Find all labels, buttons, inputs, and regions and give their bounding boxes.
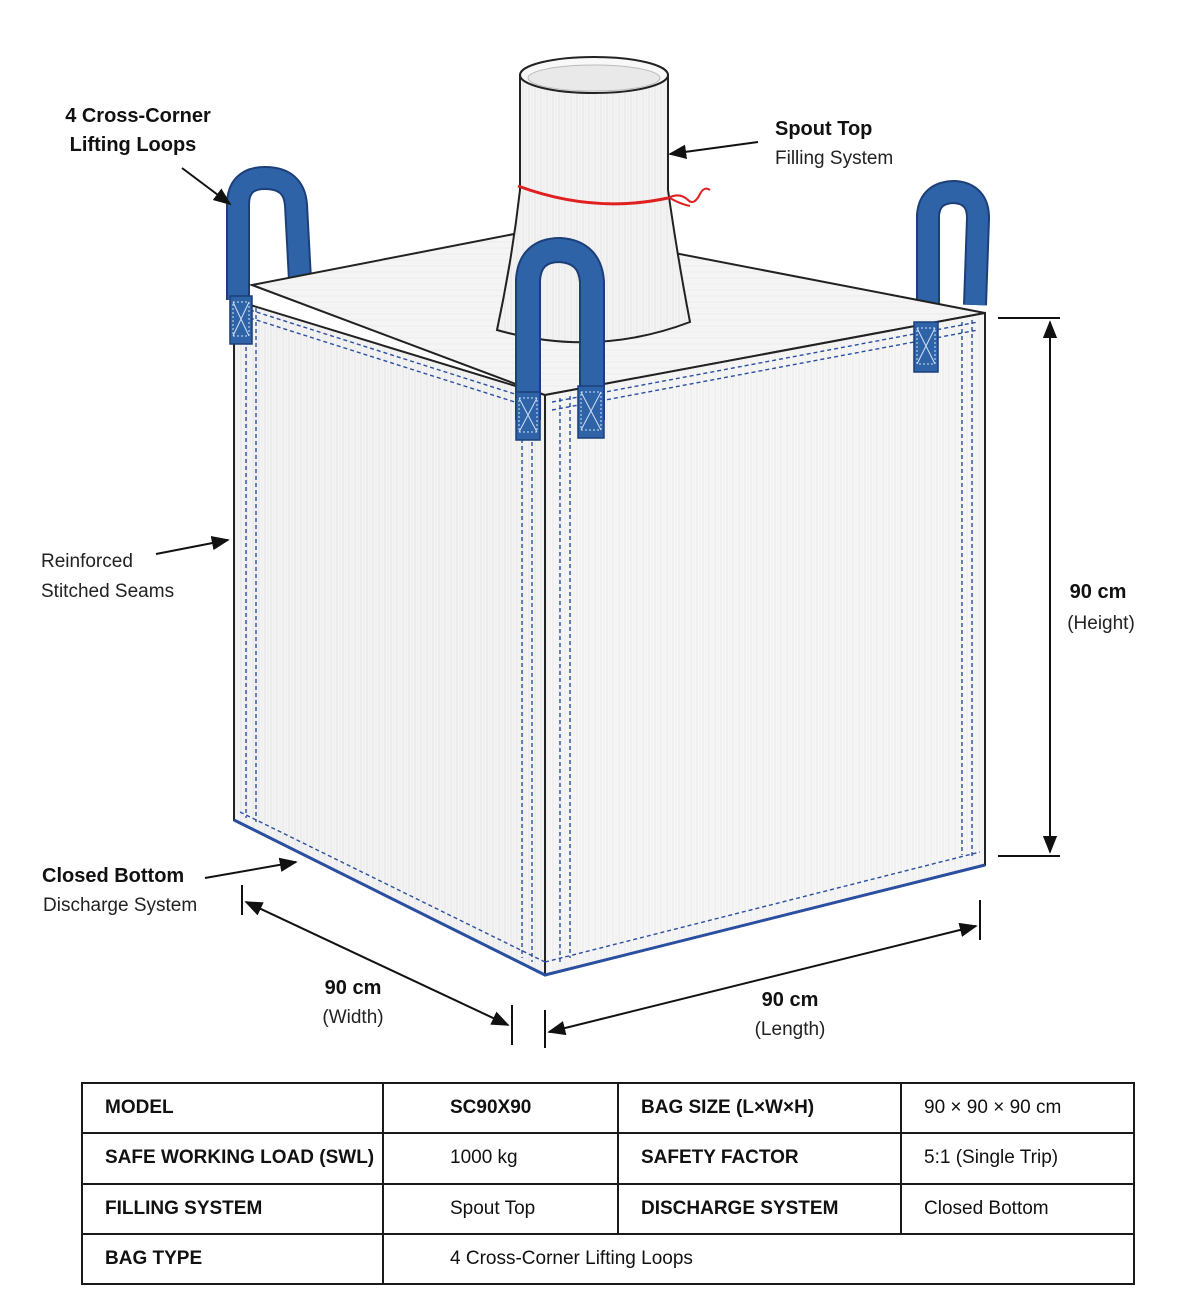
table-row: SAFE WORKING LOAD (SWL) 1000 kg SAFETY F… bbox=[81, 1132, 1135, 1185]
length-value: 90 cm bbox=[762, 989, 819, 1011]
seams-label-line1: Reinforced bbox=[41, 551, 133, 572]
table-row: MODEL SC90X90 BAG SIZE (L×W×H) 90 × 90 ×… bbox=[81, 1081, 1135, 1135]
spec-value-swl: 1000 kg bbox=[382, 1132, 619, 1185]
table-row: FILLING SYSTEM Spout Top DISCHARGE SYSTE… bbox=[81, 1182, 1135, 1235]
seams-label-line2: Stitched Seams bbox=[41, 581, 174, 602]
back-left-lifting-loop bbox=[226, 165, 312, 300]
spec-value-model: SC90X90 bbox=[382, 1081, 619, 1135]
spec-value-filling-system: Spout Top bbox=[382, 1182, 619, 1235]
height-value: 90 cm bbox=[1070, 581, 1127, 603]
bag-left-face bbox=[233, 298, 546, 977]
bag-right-face bbox=[544, 311, 986, 977]
width-value: 90 cm bbox=[325, 977, 382, 999]
spout-top bbox=[495, 56, 711, 344]
spec-value-discharge-system: Closed Bottom bbox=[900, 1182, 1135, 1235]
spec-key-bag-type: BAG TYPE bbox=[81, 1232, 384, 1286]
spec-key-bag-size: BAG SIZE (L×W×H) bbox=[617, 1081, 902, 1135]
spec-value-bag-type: 4 Cross-Corner Lifting Loops bbox=[382, 1232, 1135, 1286]
spec-value-bag-size: 90 × 90 × 90 cm bbox=[900, 1081, 1135, 1135]
length-label: (Length) bbox=[755, 1019, 826, 1040]
spec-key-discharge-system: DISCHARGE SYSTEM bbox=[617, 1182, 902, 1235]
spec-value-safety-factor: 5:1 (Single Trip) bbox=[900, 1132, 1135, 1185]
spec-key-model: MODEL bbox=[81, 1081, 384, 1135]
height-label: (Height) bbox=[1067, 613, 1135, 634]
spec-key-safety-factor: SAFETY FACTOR bbox=[617, 1132, 902, 1185]
spec-key-swl: SAFE WORKING LOAD (SWL) bbox=[81, 1132, 384, 1185]
loops-label-line1: 4 Cross-Corner bbox=[65, 105, 211, 127]
length-dimension bbox=[544, 900, 981, 1048]
loop-patches bbox=[229, 295, 939, 441]
spec-table: MODEL SC90X90 BAG SIZE (L×W×H) 90 × 90 ×… bbox=[81, 1081, 1135, 1286]
spout-label-sub: Filling System bbox=[775, 148, 893, 169]
table-row: BAG TYPE 4 Cross-Corner Lifting Loops bbox=[81, 1232, 1135, 1286]
spec-key-filling-system: FILLING SYSTEM bbox=[81, 1182, 384, 1235]
loops-label-line2: Lifting Loops bbox=[70, 134, 197, 156]
spout-label-title: Spout Top bbox=[775, 118, 872, 140]
height-dimension bbox=[998, 317, 1060, 857]
width-label: (Width) bbox=[322, 1007, 383, 1028]
front-lifting-loop bbox=[515, 236, 605, 420]
bottom-hem bbox=[233, 818, 986, 977]
bulk-bag-diagram: 4 Cross-Corner Lifting Loops Spout Top F… bbox=[41, 56, 1135, 1048]
callout-arrows bbox=[155, 141, 759, 879]
width-dimension bbox=[241, 885, 513, 1045]
bottom-label-sub: Discharge System bbox=[43, 895, 197, 916]
bottom-label-title: Closed Bottom bbox=[42, 865, 184, 887]
back-right-lifting-loop bbox=[916, 179, 991, 318]
